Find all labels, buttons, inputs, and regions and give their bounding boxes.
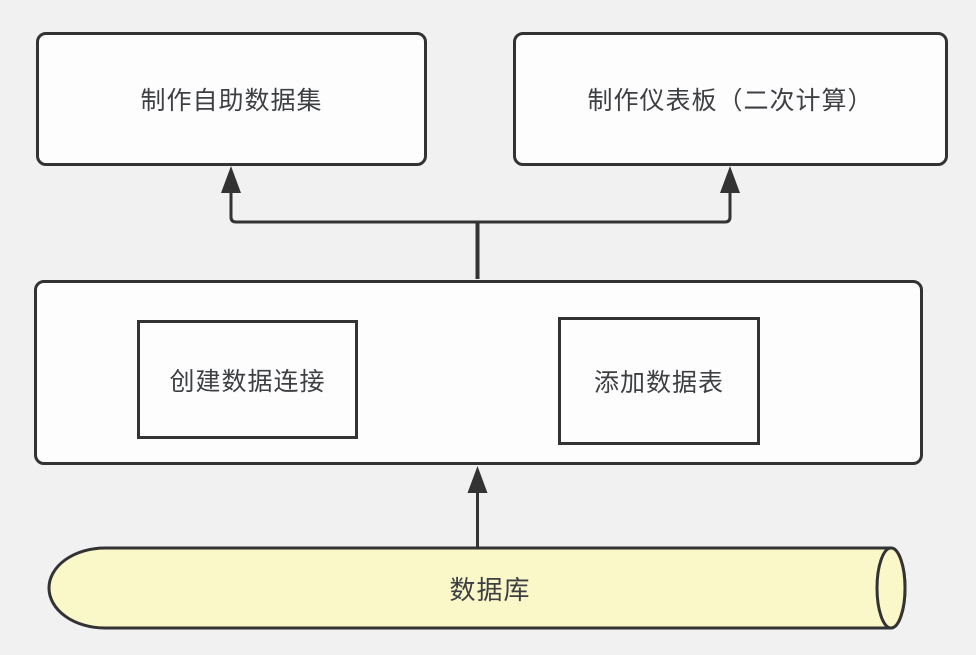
node-workflow-container[interactable]: 创建数据连接 添加数据表 <box>34 280 923 465</box>
cylinder-end-cap <box>875 546 907 630</box>
arrow-database-to-container <box>467 466 488 549</box>
arrow-container-to-top-boxes <box>221 166 740 279</box>
node-make-dataset-label: 制作自助数据集 <box>140 87 323 115</box>
arrowhead-to-container <box>467 466 488 493</box>
arrowhead-to-make-dataset <box>221 166 241 193</box>
node-create-connection[interactable]: 创建数据连接 <box>137 320 358 439</box>
node-database-cylinder[interactable] <box>47 546 907 630</box>
node-add-table[interactable]: 添加数据表 <box>558 317 760 445</box>
node-add-table-label: 添加数据表 <box>593 369 724 397</box>
node-make-dashboard-label: 制作仪表板（二次计算） <box>587 87 874 115</box>
node-create-connection-label: 创建数据连接 <box>169 367 326 396</box>
cylinder-body <box>47 546 907 630</box>
arrowhead-to-make-dashboard <box>720 166 740 193</box>
node-make-dataset[interactable]: 制作自助数据集 <box>36 32 427 166</box>
node-make-dashboard[interactable]: 制作仪表板（二次计算） <box>513 32 948 166</box>
